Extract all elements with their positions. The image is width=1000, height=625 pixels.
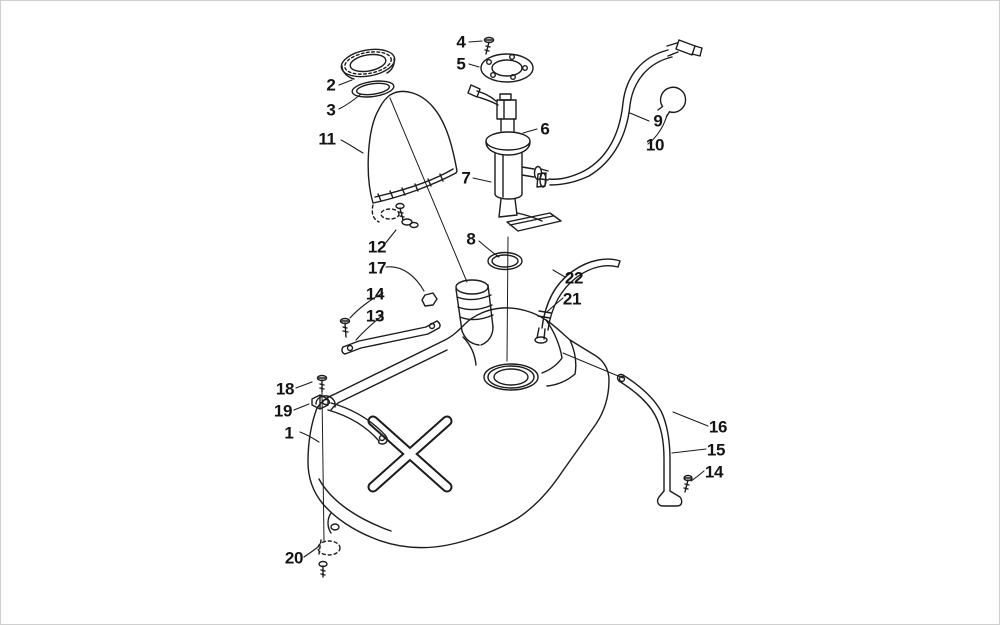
- callout-17: 17: [367, 258, 387, 278]
- callout-9: 9: [653, 111, 663, 131]
- callout-16: 16: [708, 417, 728, 437]
- callout-15: 15: [706, 440, 726, 460]
- left-screw: [316, 374, 328, 393]
- fuel-hose: [536, 39, 703, 188]
- left-fastener-alignment-line: [321, 392, 325, 542]
- left-clip-nut: [311, 394, 329, 410]
- fuel-tank: [307, 279, 610, 549]
- pump-flange-ring: [480, 53, 534, 83]
- callout-5: 5: [456, 54, 466, 74]
- callout-8: 8: [466, 229, 476, 249]
- left-bracket-screw: [339, 317, 351, 338]
- callout-22: 22: [564, 268, 584, 288]
- exploded-alignment-lines: [389, 97, 509, 362]
- callout-11: 11: [318, 129, 336, 149]
- callout-14-right: 14: [704, 462, 724, 482]
- right-bracket-alignment-line: [562, 352, 624, 379]
- left-bracket: [341, 320, 441, 355]
- filler-oring: [487, 251, 523, 271]
- callout-20: 20: [284, 548, 304, 568]
- callout-21: 21: [562, 289, 582, 309]
- fuel-pump-assembly: [467, 84, 562, 232]
- callout-10: 10: [645, 135, 665, 155]
- callout-6: 6: [540, 119, 550, 139]
- right-bracket-screw: [683, 474, 693, 493]
- fuel-cap: [340, 48, 396, 80]
- callout-13: 13: [365, 306, 385, 326]
- callout-18: 18: [275, 379, 295, 399]
- callout-14-left: 14: [365, 284, 385, 304]
- bottom-clip: [317, 539, 341, 578]
- shield-screw: [395, 202, 419, 229]
- callout-19: 19: [273, 401, 293, 421]
- flange-screw: [483, 36, 495, 55]
- vent-hose: [534, 258, 621, 344]
- right-bracket: [616, 373, 683, 507]
- callout-3: 3: [326, 100, 336, 120]
- callout-7: 7: [461, 168, 471, 188]
- callout-12: 12: [367, 237, 387, 257]
- callout-4: 4: [456, 32, 466, 52]
- callout-2: 2: [326, 75, 336, 95]
- callout-1: 1: [284, 423, 294, 443]
- left-bracket-nut: [421, 292, 438, 307]
- filler-shield: [367, 90, 458, 223]
- leader-lines: [293, 40, 709, 558]
- cap-gasket: [351, 80, 395, 98]
